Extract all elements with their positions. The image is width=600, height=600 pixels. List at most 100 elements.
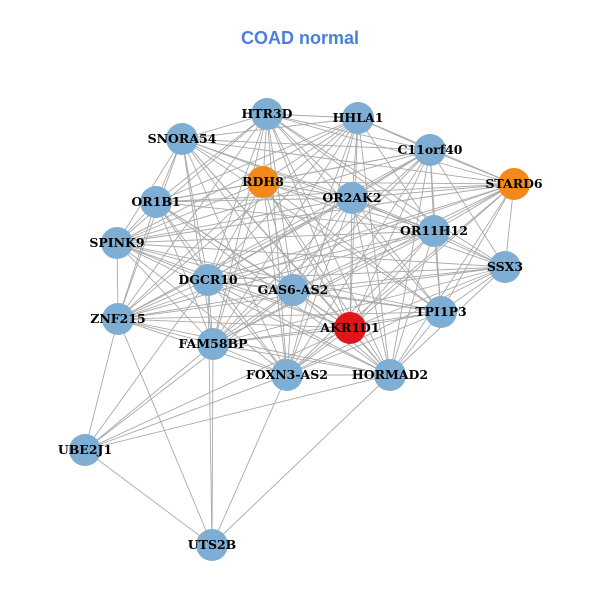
edge-GAS6-AS2-TPI1P3 (292, 289, 442, 313)
edge-ZNF215-HORMAD2 (117, 318, 391, 376)
edge-DGCR10-AKR1D1 (207, 279, 351, 329)
edge-HTR3D-OR1B1 (155, 113, 268, 203)
node-circle-OR11H12[interactable] (418, 215, 450, 247)
edge-HHLA1-FAM58BP (212, 117, 359, 345)
edge-SNORA54-DGCR10 (181, 138, 209, 281)
node-circle-OR2AK2[interactable] (336, 182, 368, 214)
edge-HHLA1-RDH8 (262, 117, 359, 183)
node-circle-HHLA1[interactable] (342, 102, 374, 134)
edge-GAS6-AS2-ZNF215 (117, 289, 294, 320)
node-label-SPINK9: SPINK9 (89, 235, 144, 250)
node-circle-UTS2B[interactable] (196, 529, 228, 561)
edge-FAM58BP-HORMAD2 (212, 343, 391, 376)
node-STARD6[interactable] (498, 168, 530, 200)
edge-C11orf40-FAM58BP (212, 149, 431, 345)
node-AKR1D1[interactable] (334, 312, 366, 344)
node-SNORA54[interactable] (166, 123, 198, 155)
node-OR11H12[interactable] (418, 215, 450, 247)
edge-STARD6-OR2AK2 (351, 183, 515, 199)
node-UBE2J1[interactable] (69, 434, 101, 466)
node-ZNF215[interactable] (102, 303, 134, 335)
edge-RDH8-STARD6 (262, 181, 515, 185)
node-circle-RDH8[interactable] (247, 166, 279, 198)
node-TPI1P3[interactable] (425, 296, 457, 328)
edge-OR2AK2-GAS6-AS2 (292, 197, 353, 291)
edge-FOXN3-AS2-UTS2B (211, 374, 288, 546)
node-HHLA1[interactable] (342, 102, 374, 134)
edge-SSX3-DGCR10 (207, 266, 506, 281)
edge-ZNF215-AKR1D1 (117, 318, 351, 329)
node-circle-OR1B1[interactable] (140, 186, 172, 218)
node-FAM58BP[interactable] (197, 328, 229, 360)
node-C11orf40[interactable] (414, 134, 446, 166)
edge-HORMAD2-UTS2B (211, 374, 391, 546)
edge-AKR1D1-FAM58BP (212, 327, 351, 345)
node-circle-FAM58BP[interactable] (197, 328, 229, 360)
diagram-title: COAD normal (240, 28, 359, 48)
node-label-RDH8: RDH8 (242, 174, 284, 189)
edge-SPINK9-HORMAD2 (116, 242, 391, 376)
edge-OR1B1-ZNF215 (117, 201, 157, 320)
node-circle-HORMAD2[interactable] (374, 359, 406, 391)
node-HTR3D[interactable] (251, 98, 283, 130)
edge-OR1B1-OR11H12 (155, 201, 435, 232)
edge-HTR3D-FAM58BP (212, 113, 268, 345)
edge-STARD6-HORMAD2 (389, 183, 515, 376)
edge-SSX3-GAS6-AS2 (292, 266, 506, 291)
edge-OR2AK2-DGCR10 (207, 197, 353, 281)
edge-OR1B1-OR2AK2 (155, 197, 353, 203)
edge-STARD6-OR1B1 (155, 183, 515, 203)
node-GAS6-AS2[interactable] (277, 274, 309, 306)
edge-STARD6-AKR1D1 (349, 183, 515, 329)
edge-HTR3D-OR11H12 (266, 113, 435, 232)
node-circle-GAS6-AS2[interactable] (277, 274, 309, 306)
node-SSX3[interactable] (489, 251, 521, 283)
node-DGCR10[interactable] (192, 264, 224, 296)
node-circle-SSX3[interactable] (489, 251, 521, 283)
node-HORMAD2[interactable] (374, 359, 406, 391)
node-SPINK9[interactable] (101, 227, 133, 259)
node-circle-AKR1D1[interactable] (334, 312, 366, 344)
node-circle-FOXN3-AS2[interactable] (271, 359, 303, 391)
edge-RDH8-HORMAD2 (262, 181, 391, 376)
edge-SPINK9-SSX3 (116, 242, 506, 268)
node-OR2AK2[interactable] (336, 182, 368, 214)
node-circle-HTR3D[interactable] (251, 98, 283, 130)
node-circle-C11orf40[interactable] (414, 134, 446, 166)
node-circle-ZNF215[interactable] (102, 303, 134, 335)
node-circle-STARD6[interactable] (498, 168, 530, 200)
edge-STARD6-ZNF215 (117, 183, 515, 320)
node-FOXN3-AS2[interactable] (271, 359, 303, 391)
edge-SSX3-FAM58BP (212, 266, 506, 345)
node-label-AKR1D1: AKR1D1 (319, 320, 379, 335)
edge-AKR1D1-UBE2J1 (84, 327, 351, 451)
edge-TPI1P3-FOXN3-AS2 (286, 311, 442, 376)
edges-layer (84, 113, 515, 546)
edge-SNORA54-FAM58BP (181, 138, 214, 345)
edge-OR11H12-ZNF215 (117, 230, 435, 320)
node-circle-SNORA54[interactable] (166, 123, 198, 155)
node-circle-SPINK9[interactable] (101, 227, 133, 259)
node-UTS2B[interactable] (196, 529, 228, 561)
edge-OR1B1-FAM58BP (155, 201, 214, 345)
node-OR1B1[interactable] (140, 186, 172, 218)
edge-DGCR10-FOXN3-AS2 (207, 279, 288, 376)
edge-SSX3-FOXN3-AS2 (286, 266, 506, 376)
edge-SNORA54-TPI1P3 (181, 138, 442, 313)
node-label-C11orf40: C11orf40 (397, 142, 462, 157)
node-label-UTS2B: UTS2B (188, 537, 237, 552)
edge-RDH8-ZNF215 (117, 181, 264, 320)
edge-OR2AK2-SPINK9 (116, 197, 353, 244)
node-label-OR2AK2: OR2AK2 (322, 190, 381, 205)
edge-SPINK9-TPI1P3 (116, 242, 442, 313)
node-label-HHLA1: HHLA1 (333, 110, 384, 125)
node-circle-DGCR10[interactable] (192, 264, 224, 296)
edge-OR2AK2-FAM58BP (212, 197, 353, 345)
node-label-SNORA54: SNORA54 (148, 131, 217, 146)
edge-OR11H12-HORMAD2 (389, 230, 435, 376)
node-circle-UBE2J1[interactable] (69, 434, 101, 466)
node-RDH8[interactable] (247, 166, 279, 198)
node-circle-TPI1P3[interactable] (425, 296, 457, 328)
